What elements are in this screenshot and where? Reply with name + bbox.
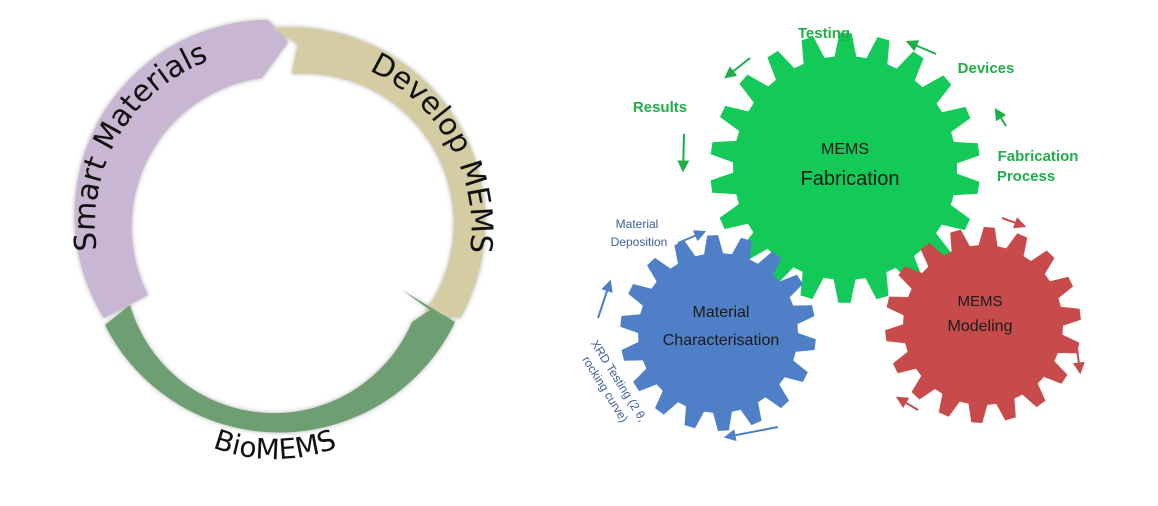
label-material-deposition-line2: Deposition	[611, 235, 668, 249]
arrow-modeling-top	[1001, 217, 1027, 229]
arrow-bottom-left	[723, 426, 779, 442]
cycle-diagram	[74, 20, 486, 433]
arrows-blue	[597, 230, 779, 442]
modeling-gear-subtitle: Modeling	[948, 318, 1013, 335]
label-devices: Devices	[958, 60, 1015, 77]
label-fabrication-process-line1: Fabrication	[998, 148, 1079, 165]
gears-group	[620, 33, 1081, 431]
arrow-process-to-devices	[994, 107, 1007, 127]
cycle-segment-biomems	[105, 290, 455, 433]
characterisation-gear-subtitle: Characterisation	[663, 332, 780, 349]
fabrication-gear	[710, 33, 980, 303]
fabrication-gear-title: MEMS	[821, 141, 869, 158]
arrow-xrd-up	[597, 279, 613, 319]
fabrication-gear-subtitle: Fabrication	[801, 168, 900, 190]
label-fabrication-process-line2: Process	[997, 168, 1055, 185]
characterisation-gear-title: Material	[693, 304, 750, 321]
arrow-results-down	[677, 133, 690, 173]
modeling-gear-title: MEMS	[958, 293, 1003, 310]
arrow-modeling-right	[1072, 347, 1085, 375]
cycle-label-develop-mems: Develop MEMS	[365, 46, 499, 254]
arrows-green	[677, 40, 1007, 173]
arrows-red	[895, 217, 1085, 411]
label-results: Results	[633, 99, 687, 116]
label-testing: Testing	[798, 25, 850, 42]
characterisation-gear	[620, 235, 816, 431]
modeling-gear	[885, 227, 1081, 423]
label-material-deposition-line1: Material	[616, 217, 659, 231]
arrow-testing-to-results	[724, 57, 751, 79]
arrow-devices-to-testing	[905, 40, 937, 55]
cycle-segment-develop-mems	[272, 27, 486, 318]
arrow-modeling-bottom	[895, 396, 919, 411]
arrow-deposition-to-fabrication	[677, 230, 707, 244]
cycle-segment-smart-materials	[74, 20, 288, 318]
